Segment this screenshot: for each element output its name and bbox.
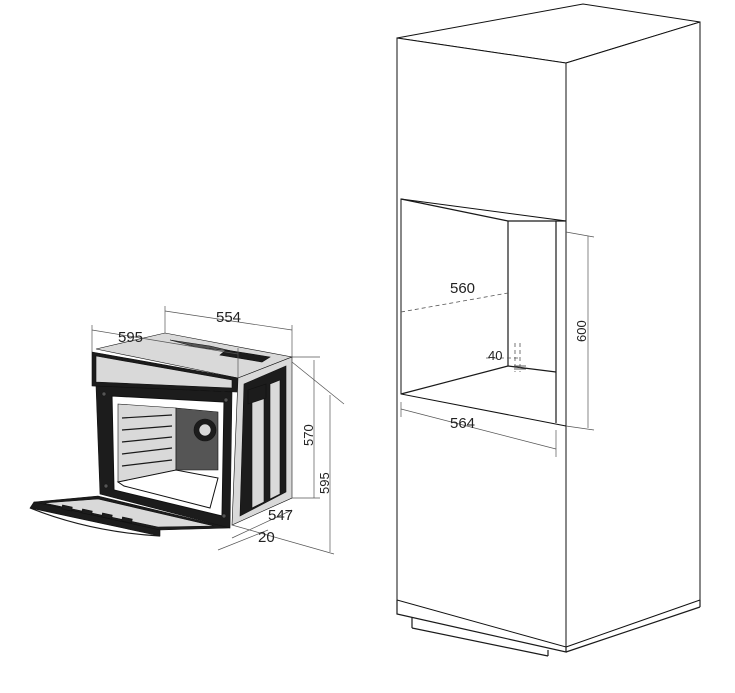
- oven-rack-3: [121, 436, 173, 443]
- oven-door-handle: [29, 507, 161, 537]
- door-hinge-4: [121, 516, 133, 524]
- label-554: 554: [216, 309, 241, 326]
- niche-top-back: [400, 198, 509, 222]
- oven-dimensions: [91, 306, 345, 555]
- oven-screw-br: [221, 513, 227, 519]
- label-595-height: 595: [317, 472, 332, 494]
- plinth-side: [565, 606, 701, 653]
- oven-rack-2: [121, 425, 173, 431]
- oven-side-rib-1: [251, 386, 265, 509]
- cabinet: [396, 3, 701, 657]
- niche-floor-left: [400, 365, 509, 395]
- oven-screw-tl: [101, 391, 107, 397]
- oven-screw-tr: [223, 397, 229, 403]
- oven-side-rib-2: [269, 379, 281, 500]
- niche-opening: [400, 198, 567, 427]
- cabinet-plinth-front: [396, 600, 567, 653]
- oven-screw-bl: [103, 483, 109, 489]
- oven-rack-4: [121, 447, 173, 455]
- label-595-width: 595: [118, 329, 143, 346]
- label-20: 20: [258, 529, 275, 546]
- niche-floor-back: [507, 365, 557, 373]
- dim-ext-600-bottom: [565, 425, 595, 431]
- label-40: 40: [488, 348, 502, 363]
- dim-ext-595h-bottom: [231, 524, 335, 555]
- oven-side-bracket: [247, 383, 267, 405]
- dim-line-554: [164, 310, 293, 331]
- label-570: 570: [301, 424, 316, 446]
- oven-control-panel-face: [95, 355, 233, 389]
- oven-cavity-floor: [116, 469, 219, 509]
- oven-fan-hub: [198, 423, 212, 437]
- door-hinge-1: [61, 504, 73, 512]
- door-hinge-3: [101, 512, 113, 520]
- door-hinge-2: [81, 508, 93, 516]
- plinth-base: [411, 627, 549, 657]
- oven-rack-1: [121, 414, 173, 419]
- niche-dimensions: [400, 231, 595, 457]
- label-560: 560: [450, 280, 475, 297]
- oven-rack-5: [121, 459, 173, 467]
- label-600: 600: [574, 320, 589, 342]
- oven-door-glass: [43, 498, 215, 528]
- dim-ext-600-top: [565, 231, 595, 238]
- label-564: 564: [450, 415, 475, 432]
- dim-line-595: [91, 329, 239, 355]
- label-547: 547: [268, 507, 293, 524]
- dim-ext-595h-top: [291, 361, 345, 405]
- dim-line-547: [231, 509, 293, 539]
- oven: [29, 332, 294, 537]
- dim-line-564: [400, 408, 557, 450]
- dim-line-20: [217, 529, 269, 551]
